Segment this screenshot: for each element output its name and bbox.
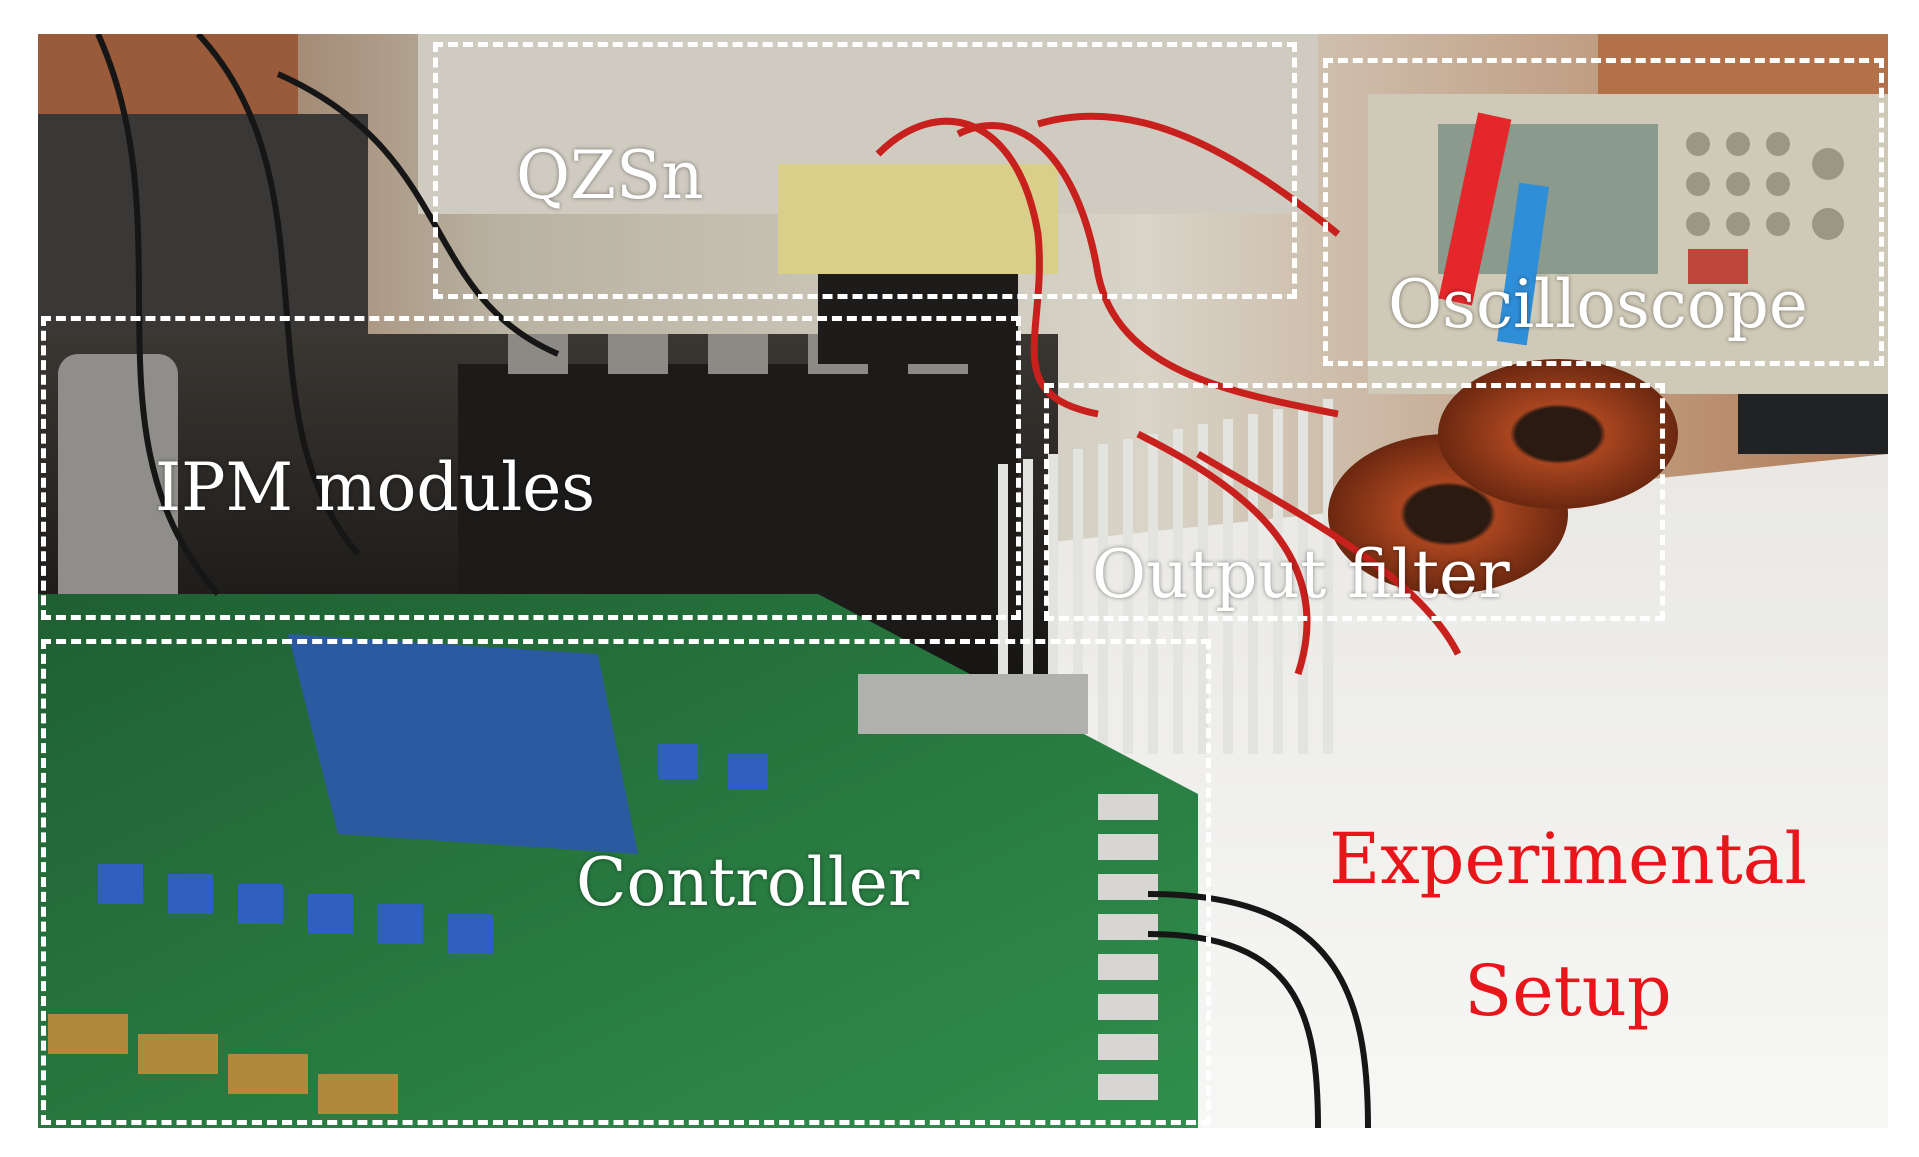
controller-label: Controller bbox=[576, 844, 920, 921]
qzsn-region-box bbox=[433, 42, 1297, 299]
ipm-modules-label: IPM modules bbox=[155, 449, 596, 526]
qzsn-label: QZSn bbox=[516, 137, 704, 214]
ipm-modules-region-box bbox=[41, 316, 1021, 620]
controller-region-box bbox=[41, 639, 1211, 1125]
caption-line-1: Experimental bbox=[1329, 818, 1807, 900]
caption-line-2: Setup bbox=[1464, 950, 1672, 1032]
oscilloscope-label: Oscilloscope bbox=[1388, 266, 1808, 343]
lab-photo bbox=[38, 34, 1888, 1128]
output-filter-label: Output filter bbox=[1092, 536, 1510, 613]
photo-illustration bbox=[38, 34, 1888, 1128]
output-filter-region-box bbox=[1044, 383, 1665, 621]
oscilloscope-region-box bbox=[1323, 58, 1884, 366]
